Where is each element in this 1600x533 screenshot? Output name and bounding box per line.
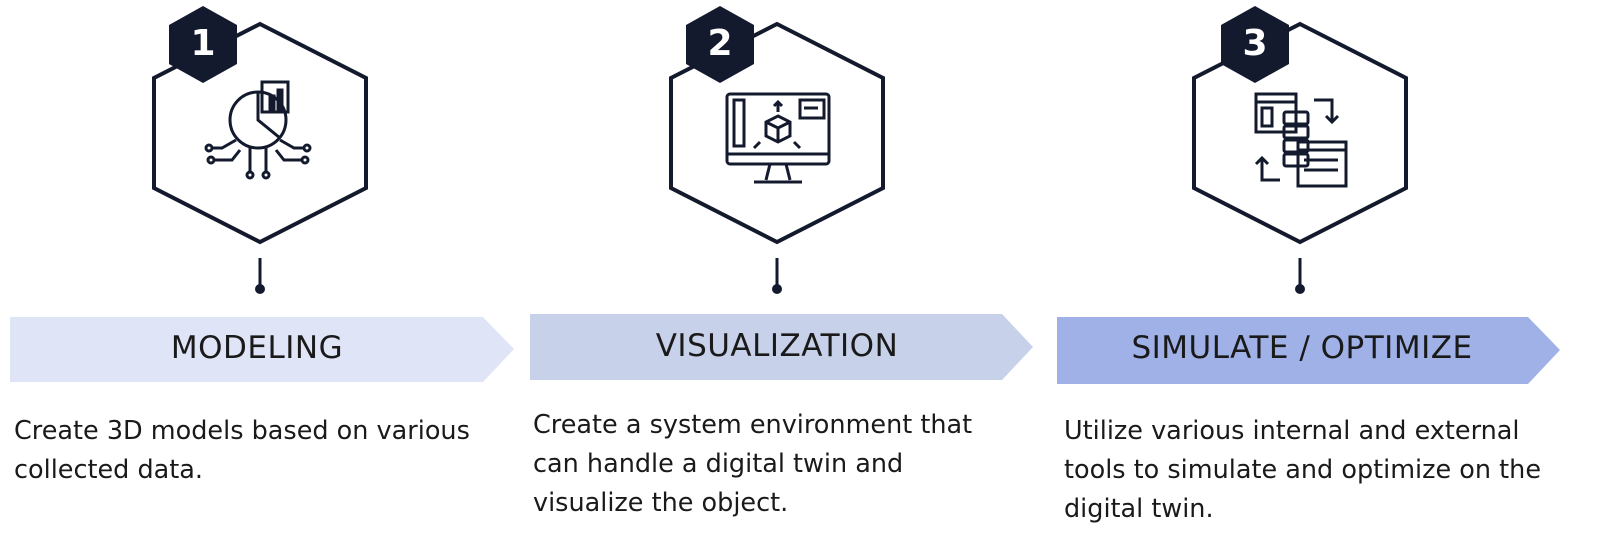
step-title: VISUALIZATION <box>655 328 899 364</box>
step-number: 2 <box>707 23 733 64</box>
step-number: 1 <box>190 23 216 64</box>
step-2-graphic <box>530 6 1033 380</box>
step-title: SIMULATE / OPTIMIZE <box>1131 330 1473 366</box>
step-3-graphic <box>1057 6 1560 384</box>
step-description: Utilize various internal and external to… <box>1064 416 1542 524</box>
simulate-arrow-shape <box>1057 317 1560 384</box>
step-modeling: 1 MODELING Create 3D models based on var… <box>0 0 530 533</box>
step-description: Create a system environment that can han… <box>533 410 973 518</box>
monitor-3d-cube-icon <box>725 92 831 184</box>
visualization-arrow-shape <box>530 314 1033 380</box>
number-badge <box>686 6 754 83</box>
step-simulate-optimize: 3 SIMULATE / OPTIMIZE Utilize various in… <box>1048 0 1600 533</box>
number-badge <box>169 6 237 83</box>
modeling-arrow-shape <box>10 317 514 382</box>
step-number: 3 <box>1242 23 1268 64</box>
step-title: MODELING <box>170 330 344 366</box>
data-sync-icon <box>1254 92 1348 188</box>
data-analytics-icon <box>204 80 312 180</box>
step-visualization: 2 VISUALIZATION Create a system environm… <box>520 0 1050 533</box>
step-description: Create 3D models based on various collec… <box>14 416 470 485</box>
number-badge <box>1221 6 1289 83</box>
step-1-graphic <box>10 6 514 382</box>
